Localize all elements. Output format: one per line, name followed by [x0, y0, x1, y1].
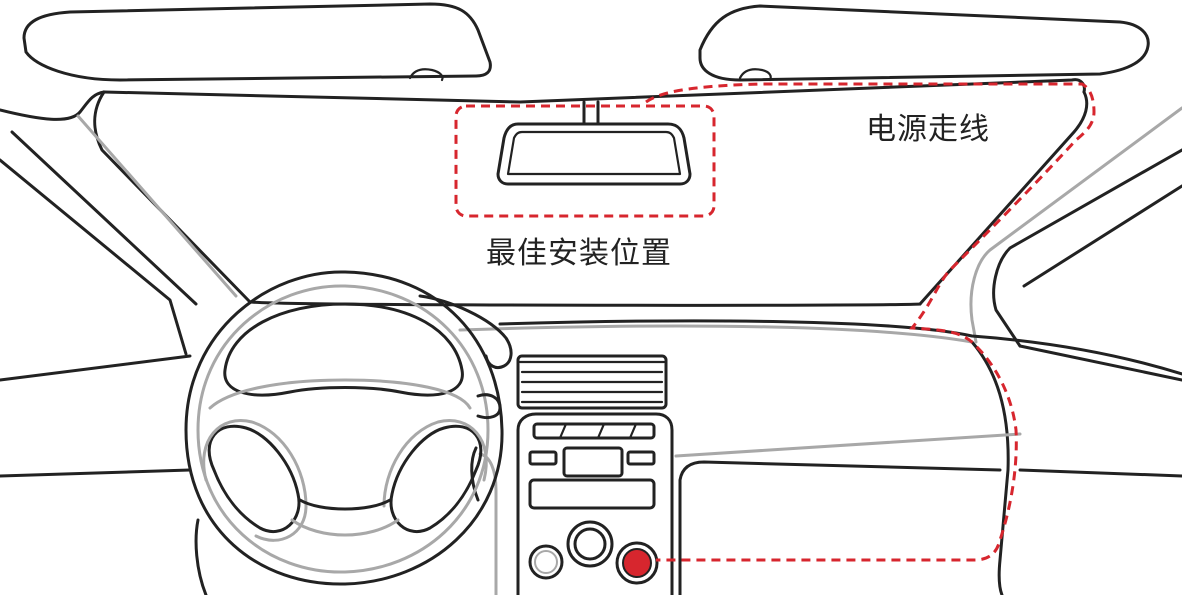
left-door-lower [0, 468, 192, 478]
windshield-bottom [248, 300, 922, 307]
instrument-hood [418, 294, 513, 370]
wiper-stalk [476, 393, 502, 420]
left-a-pillar [93, 90, 252, 304]
right-a-pillar [918, 90, 1089, 306]
right-sun-visor [698, 4, 1150, 82]
console-knob-left [528, 544, 564, 580]
left-a-pillar-outer [0, 90, 106, 121]
dash-left-trim [478, 452, 498, 595]
visor-clip-right [738, 68, 772, 82]
rearview-mirror-icon [496, 100, 692, 186]
left-sun-visor [22, 2, 492, 82]
visor-clip-left [408, 68, 444, 82]
left-a-pillar-edge-2 [10, 130, 198, 306]
center-air-vent [516, 354, 668, 410]
glove-box [678, 460, 1002, 595]
center-console [516, 412, 674, 595]
right-door-line [1018, 344, 1182, 382]
dash-right-body [970, 340, 1010, 595]
power-socket-icon [615, 541, 659, 585]
dash-left-body [194, 518, 208, 595]
best-position-label: 最佳安装位置 [486, 236, 672, 271]
left-a-pillar-edge [0, 158, 188, 356]
console-knob-center [566, 520, 614, 568]
dash-right-trim [674, 432, 1022, 458]
power-wiring-label: 电源走线 [866, 112, 990, 147]
dash-crease [458, 324, 974, 344]
right-door-lower [1018, 468, 1182, 478]
left-pillar-trim [76, 114, 238, 298]
power-wiring-route [645, 82, 1096, 562]
right-a-pillar-edge-2 [1022, 184, 1182, 288]
dash-left-panel [470, 446, 480, 502]
steering-wheel-icon [184, 270, 504, 586]
left-door-line [0, 354, 192, 382]
windshield-top [102, 78, 1086, 104]
right-a-pillar-edge [992, 148, 1182, 348]
right-pillar-trim [969, 106, 1182, 344]
